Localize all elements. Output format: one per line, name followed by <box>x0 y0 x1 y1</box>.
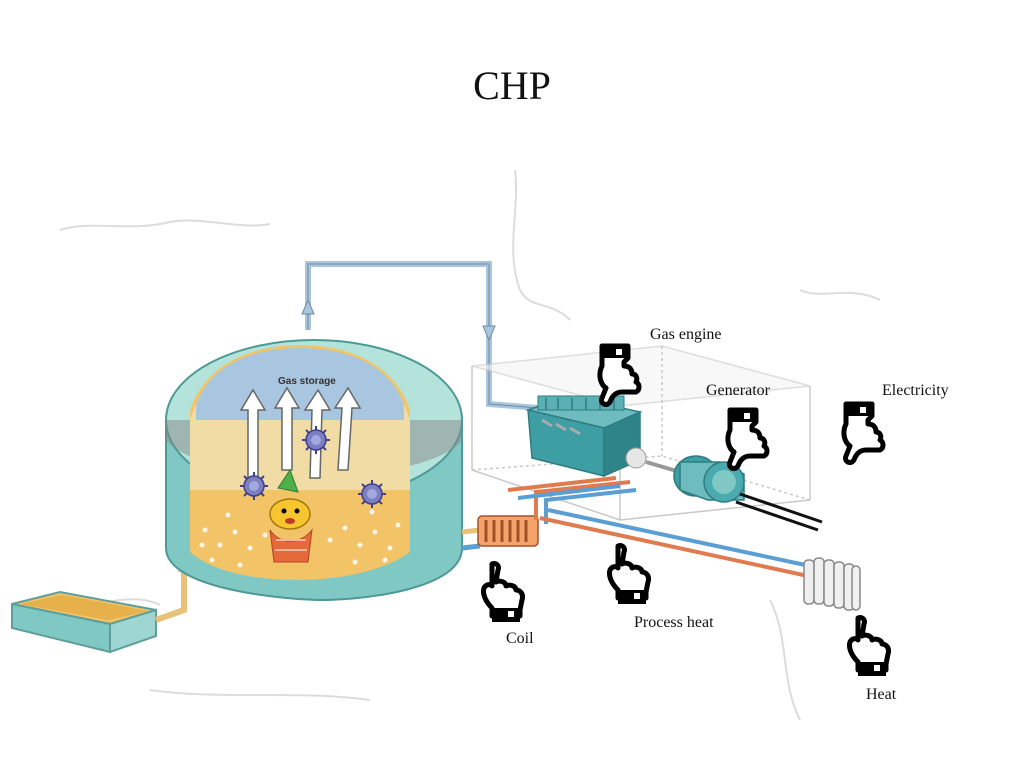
pointing-hand-icon <box>609 545 648 604</box>
bacteria-icon <box>357 479 387 509</box>
party-mascot-icon <box>269 468 313 563</box>
biomass-bubbles <box>199 509 401 568</box>
gas-storage-label: Gas storage <box>278 376 336 387</box>
heat-label: Heat <box>866 686 897 703</box>
generator-label: Generator <box>706 382 770 399</box>
pointing-hand-icon <box>844 404 883 463</box>
coil <box>461 515 539 551</box>
pointing-hand-icon <box>728 410 767 469</box>
feed-pipe <box>154 568 187 623</box>
page-title: CHP <box>473 63 551 108</box>
pointing-hand-icon <box>483 563 522 622</box>
gas-arrow-down-icon <box>482 325 496 342</box>
process-heat-label: Process heat <box>634 614 714 631</box>
electricity-wires <box>735 492 823 532</box>
heat-pipes <box>507 476 811 578</box>
coil-label: Coil <box>506 630 534 647</box>
electricity-label: Electricity <box>882 382 949 399</box>
feed-box <box>11 590 157 654</box>
bacteria-icon <box>301 425 331 455</box>
bacteria-icon <box>239 471 269 501</box>
pointing-hand-icon <box>849 617 888 676</box>
radiator <box>803 557 861 611</box>
gas-engine-label: Gas engine <box>650 326 722 343</box>
generator <box>673 455 745 503</box>
engine-room <box>471 345 811 521</box>
gas-arrow-up-icon <box>301 298 315 315</box>
